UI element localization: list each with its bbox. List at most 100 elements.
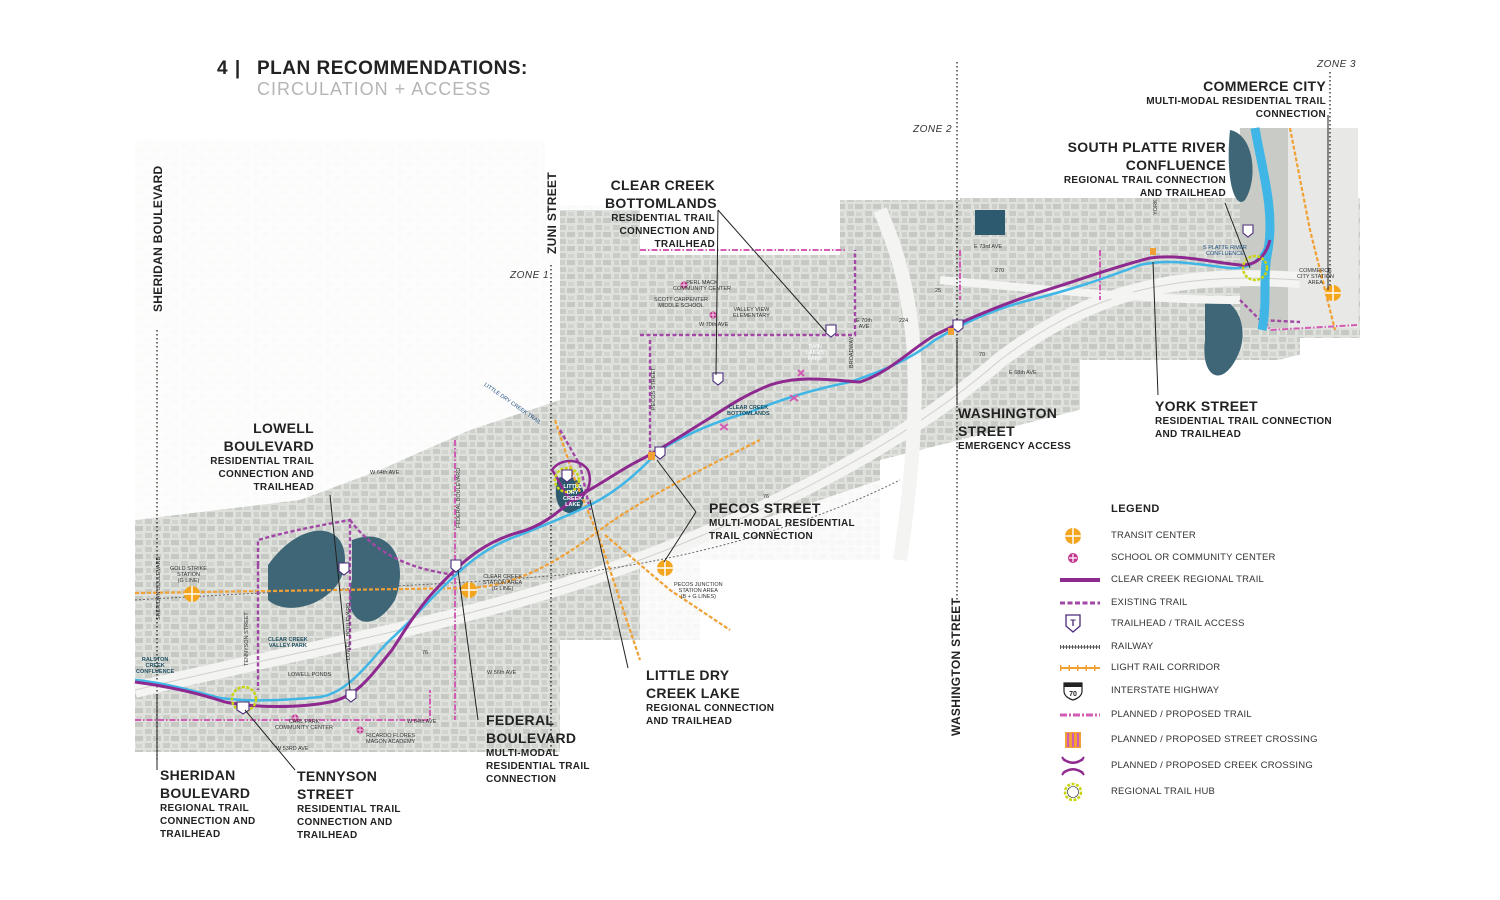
map-label-lowell-street: LOWELL BOULEVARD [346, 602, 352, 660]
callout-pecos-title: PECOS STREET [709, 500, 821, 516]
map-label-gold-strike: GOLD STRIKE STATION (G LINE) [170, 566, 207, 584]
trail-hub-south-platte [1241, 254, 1269, 282]
creek-crossing-2 [789, 394, 799, 402]
map-label-e70th: E 70th AVE [856, 318, 872, 330]
street-crossing-york [1150, 248, 1156, 255]
zuni-line-label: ZUNI STREET [545, 172, 559, 254]
street-crossing-pecos [648, 452, 655, 460]
map-label-valley-view: VALLEY VIEW ELEMENTARY [733, 307, 770, 319]
map-label-i270: 270 [995, 268, 1005, 274]
washington-line-label: WASHINGTON STREET [949, 597, 963, 736]
map-label-i76-a: 76 [763, 494, 770, 500]
map-label-tennyson-street: TENNYSON STREET [244, 612, 250, 666]
callout-ldcl-desc: REGIONAL CONNECTION AND TRAILHEAD [646, 703, 775, 727]
map-label-w64th: W 64th AVE [370, 470, 400, 476]
clear-creek-regional-trail [134, 239, 1272, 708]
map-label-e73rd: E 73rd AVE [974, 244, 1003, 250]
trailhead-lowell [345, 689, 357, 703]
page-subtitle: CIRCULATION + ACCESS [257, 79, 492, 99]
zone-1-label: ZONE 1 [510, 270, 550, 281]
railway [134, 479, 901, 601]
callout-york: YORK STREET RESIDENTIAL TRAIL CONNECTION… [1155, 397, 1332, 441]
callout-washington-title: WASHINGTON STREET [958, 405, 1058, 439]
map-label-ldc-lake: LITTLE DRY CREEK LAKE [563, 484, 583, 508]
callout-lowell: LOWELL BOULEVARD RESIDENTIAL TRAIL CONNE… [210, 419, 314, 494]
little-dry-creek-trail [550, 459, 592, 502]
callout-york-desc: RESIDENTIAL TRAIL CONNECTION AND TRAILHE… [1155, 416, 1332, 440]
zone-3-label: ZONE 3 [1317, 59, 1357, 70]
callout-washington-desc: EMERGENCY ACCESS [958, 441, 1072, 452]
creek-crossing-1 [719, 423, 729, 431]
callout-tennyson-title: TENNYSON STREET [297, 768, 378, 802]
callout-federal: FEDERAL BOULEVARD MULTI-MODAL RESIDENTIA… [486, 711, 590, 786]
map-label-federal-street: FEDERAL BOULEVARD [456, 467, 462, 528]
school-perl-mack [680, 281, 688, 289]
map-label-clear-creek-station: CLEAR CREEK STATION AREA (G LINE) [483, 574, 523, 592]
trail-hub-little-dry-creek [553, 466, 581, 494]
transit-centers[interactable] [184, 285, 1341, 602]
transit-center-pecos-junction [657, 560, 673, 576]
map-label-w53rd: W 53RD AVE [276, 746, 309, 752]
callout-tennyson-desc: RESIDENTIAL TRAIL CONNECTION AND TRAILHE… [297, 804, 401, 841]
callout-south-platte-title: SOUTH PLATTE RIVER CONFLUENCE [1067, 139, 1226, 173]
callout-pecos: PECOS STREET MULTI-MODAL RESIDENTIAL TRA… [709, 499, 855, 543]
callout-lowell-desc: RESIDENTIAL TRAIL CONNECTION AND TRAILHE… [210, 456, 314, 493]
clear-creek [134, 127, 1271, 702]
street-crossings[interactable] [648, 248, 1156, 460]
callout-sheridan-desc: REGIONAL TRAIL CONNECTION AND TRAILHEAD [160, 803, 256, 840]
callout-bottomlands-title: CLEAR CREEK BOTTOMLANDS [605, 177, 717, 211]
trailhead-344 [338, 562, 350, 576]
schools[interactable] [291, 281, 717, 734]
callout-sheridan-title: SHERIDAN BOULEVARD [160, 767, 251, 801]
callout-little-dry-creek-lake: LITTLE DRY CREEK LAKE REGIONAL CONNECTIO… [646, 666, 774, 728]
map-label-ricardo: RICARDO FLORES MAGON ACADEMY [366, 733, 416, 745]
creek-crossings[interactable] [719, 369, 805, 431]
callout-washington: WASHINGTON STREET EMERGENCY ACCESS [958, 404, 1071, 453]
callout-federal-title: FEDERAL BOULEVARD [486, 712, 577, 746]
callout-tennyson: TENNYSON STREET RESIDENTIAL TRAIL CONNEC… [297, 767, 401, 842]
map-label-i25: 25 [935, 288, 942, 294]
map-label-pecos-street: PECOS STREET [651, 367, 657, 410]
map-label-sheridan-street: SHERIDAN BOULEVARD [156, 556, 162, 620]
map-label-e68th: E 68th AVE [1009, 370, 1037, 376]
map-label-ralston: RALSTON CREEK CONFLUENCE [136, 657, 175, 675]
map-label-twin-lakes: TWIN LAKES PARK [806, 344, 824, 362]
callout-south-platte-desc: REGIONAL TRAIL CONNECTION AND TRAILHEAD [1063, 175, 1226, 199]
trailhead-bottomlands-1 [712, 372, 724, 386]
map-label-lowell-ponds: LOWELL PONDS [288, 672, 332, 678]
trailhead-s-platte [1242, 224, 1254, 238]
callout-sheridan: SHERIDAN BOULEVARD REGIONAL TRAIL CONNEC… [160, 766, 256, 841]
callout-commerce-city-desc: MULTI-MODAL RESIDENTIAL TRAIL CONNECTION [1146, 96, 1326, 120]
transit-center-commerce-city [1325, 285, 1341, 301]
map-label-broadway: BROADWAY [849, 336, 855, 368]
map-label-w64th-2: W 64th AVE [407, 719, 437, 725]
section-number: 4 | [217, 58, 242, 79]
map-label-york: YORK [1153, 199, 1159, 215]
trailhead-ldcl [561, 469, 573, 483]
map-label-perl-mack: PERL MACK COMMUNITY CENTER [673, 280, 731, 292]
transit-center-gold-strike [184, 586, 200, 602]
trailheads[interactable] [236, 224, 1254, 715]
map-label-carl-park: CARL PARK COMMUNITY CENTER [275, 719, 333, 731]
callout-pecos-desc: MULTI-MODAL RESIDENTIAL TRAIL CONNECTION [709, 518, 855, 542]
callout-lowell-title: LOWELL BOULEVARD [223, 420, 314, 454]
trailhead-washington [952, 319, 964, 333]
callout-south-platte: SOUTH PLATTE RIVER CONFLUENCE REGIONAL T… [1064, 138, 1226, 200]
creek-crossing-3 [797, 369, 805, 377]
map-label-w56th: W 56th AVE [487, 670, 517, 676]
callout-federal-desc: MULTI-MODAL RESIDENTIAL TRAIL CONNECTION [486, 748, 590, 785]
school-carl-park [291, 714, 299, 722]
callout-ldcl-title: LITTLE DRY CREEK LAKE [646, 667, 741, 701]
map-label-pecos-junction: PECOS JUNCTION STATION AREA (B + G LINES… [674, 582, 723, 600]
map-label-commerce-station: COMMERCE CITY STATION AREA [1297, 268, 1334, 286]
street-crossing-washington [948, 328, 954, 335]
zone-2-label: ZONE 2 [913, 124, 953, 135]
map-label-i76-b: 76 [422, 650, 429, 656]
planned-trails [135, 249, 1359, 721]
map-label-i70: 70 [979, 352, 986, 358]
map-label-bottomlands: CLEAR CREEK BOTTOMLANDS [727, 405, 770, 417]
aerial-base [133, 128, 1360, 760]
callout-commerce-city-title: COMMERCE CITY [1203, 78, 1326, 94]
transit-center-clear-creek [461, 582, 477, 598]
